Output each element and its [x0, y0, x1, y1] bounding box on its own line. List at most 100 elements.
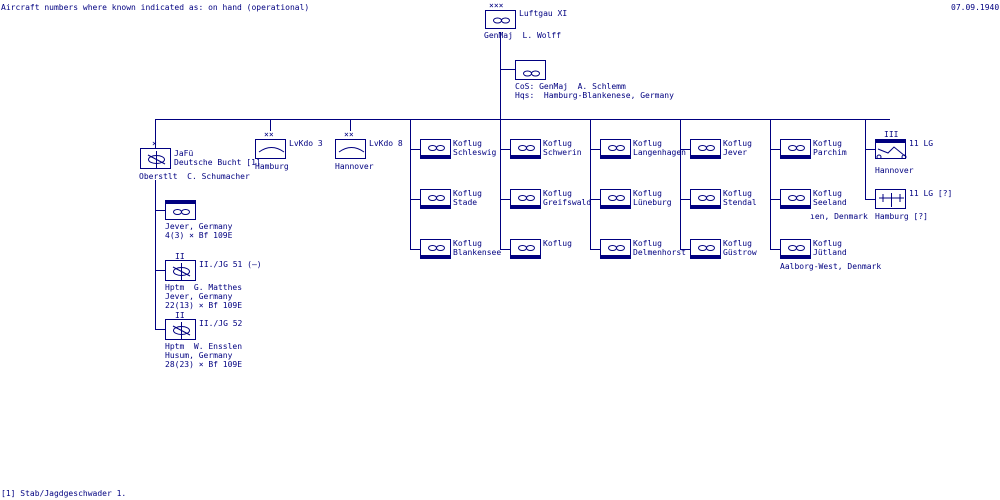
lvkdo8-symbol: [335, 139, 366, 159]
koflug-label: Koflug: [633, 239, 662, 248]
luftgau-commander: GenMaj L. Wolff: [484, 31, 562, 40]
infinity-icon: [608, 245, 625, 251]
infinity-icon: [523, 70, 540, 77]
koflug-label: Koflug: [633, 189, 662, 198]
jg51-loc: Jever, Germany: [165, 292, 233, 301]
koflug-symbol: [600, 139, 631, 159]
koflug-loc: Seeland: [813, 198, 847, 207]
infinity-icon: [788, 245, 805, 251]
infinity-icon: [608, 145, 625, 151]
header-note: Aircraft numbers where known indicated a…: [1, 3, 310, 12]
echelon-xx-lvkdo8: ××: [344, 130, 354, 139]
jg51-symbol: [165, 260, 196, 281]
staff-cos: CoS: GenMaj A. Schlemm: [515, 82, 626, 91]
koflug-symbol: [510, 189, 541, 209]
fighter-icon: [147, 151, 166, 168]
lg-hannover-name: 11 LG: [909, 139, 934, 148]
lightning-wheels-icon: [876, 146, 907, 159]
fighter-icon: [172, 322, 191, 339]
echelon-iii-lg: III: [884, 130, 899, 139]
koflug-label: Koflug: [723, 189, 752, 198]
infinity-icon: [698, 145, 715, 151]
jafu-name1: JaFü: [174, 149, 194, 158]
koflug-label: Koflug: [723, 239, 752, 248]
infinity-icon: [173, 209, 190, 215]
koflug-symbol: [690, 189, 721, 209]
koflug-jutland-sub: Aalborg-West, Denmark: [780, 262, 882, 271]
infinity-icon: [428, 145, 445, 151]
echelon-x-jafu: ×: [152, 139, 157, 148]
radio-icon: [879, 193, 904, 207]
koflug-label: Koflug: [723, 139, 752, 148]
lvkdo3-symbol: [255, 139, 286, 159]
koflug-label: Koflug: [813, 189, 842, 198]
koflug-loc: Greifswald: [543, 198, 592, 207]
infinity-icon: [518, 145, 535, 151]
koflug-loc: Schwerin: [543, 148, 582, 157]
jg51-name: II./JG 51 (–): [199, 260, 262, 269]
footer-note: [1] Stab/Jagdgeschwader 1.: [1, 489, 127, 498]
koflug-symbol: [420, 239, 451, 259]
koflug-loc: Jever: [723, 148, 748, 157]
koflug-label: Koflug: [543, 239, 572, 248]
koflug-label: Koflug: [813, 139, 842, 148]
stab-symbol: [165, 200, 196, 220]
echelon-xxx-top: ×××: [489, 1, 504, 10]
infinity-icon: [518, 245, 535, 251]
arc-icon: [338, 147, 365, 153]
infinity-icon: [788, 145, 805, 151]
lg-hannover-symbol: [875, 139, 907, 159]
echelon-xx-lvkdo3: ××: [264, 130, 274, 139]
koflug-symbol: [780, 189, 811, 209]
koflug-symbol: [780, 139, 811, 159]
koflug-label: Koflug: [453, 139, 482, 148]
luftgau-symbol: [485, 10, 516, 29]
koflug-symbol: [420, 189, 451, 209]
koflug-label: Koflug: [453, 239, 482, 248]
jafu-commander: Oberstlt C. Schumacher: [139, 172, 250, 181]
infinity-icon: [428, 195, 445, 201]
infinity-icon: [608, 195, 625, 201]
koflug-symbol: [690, 239, 721, 259]
koflug-symbol: [420, 139, 451, 159]
koflug-label: Koflug: [453, 189, 482, 198]
stab-loc: Jever, Germany: [165, 222, 233, 231]
lvkdo3-loc: Hamburg: [255, 162, 289, 171]
infinity-icon: [428, 245, 445, 251]
koflug-symbol: [600, 189, 631, 209]
jafu-name2: Deutsche Bucht [1]: [174, 158, 261, 167]
jg52-symbol: [165, 319, 196, 340]
infinity-icon: [698, 245, 715, 251]
koflug-loc: Blankensee: [453, 248, 502, 257]
jg52-aircraft: 28(23) × Bf 109E: [165, 360, 243, 369]
lg-hamburg-symbol: [875, 189, 906, 209]
koflug-loc: Schleswig: [453, 148, 497, 157]
koflug-loc: Lüneburg: [633, 198, 672, 207]
staff-symbol: [515, 60, 546, 80]
lg-hamburg-name: 11 LG [?]: [909, 189, 953, 198]
infinity-icon: [698, 195, 715, 201]
koflug-symbol: [600, 239, 631, 259]
luftgau-name: Luftgau XI: [519, 9, 568, 18]
koflug-loc: Jütland: [813, 248, 847, 257]
koflug-seeland-sub: ıen, Denmark: [810, 212, 868, 221]
koflug-loc: Stendal: [723, 198, 757, 207]
koflug-loc: Güstrow: [723, 248, 757, 257]
infinity-icon: [493, 17, 510, 24]
koflug-label: Koflug: [813, 239, 842, 248]
header-date: 07.09.1940: [951, 3, 1000, 12]
echelon-ii-jg51: II: [175, 252, 185, 261]
koflug-symbol: [690, 139, 721, 159]
jg51-commander: Hptm G. Matthes: [165, 283, 243, 292]
koflug-label: Koflug: [543, 139, 572, 148]
koflug-label: Koflug: [543, 189, 572, 198]
lvkdo3-name: LvKdo 3: [289, 139, 323, 148]
jg52-commander: Hptm W. Ensslen: [165, 342, 243, 351]
staff-hqs: Hqs: Hamburg-Blankenese, Germany: [515, 91, 674, 100]
lg-hannover-loc: Hannover: [875, 166, 914, 175]
lvkdo8-loc: Hannover: [335, 162, 374, 171]
koflug-label: Koflug: [633, 139, 662, 148]
koflug-loc: Delmenhorst: [633, 248, 686, 257]
koflug-symbol: [510, 239, 541, 259]
